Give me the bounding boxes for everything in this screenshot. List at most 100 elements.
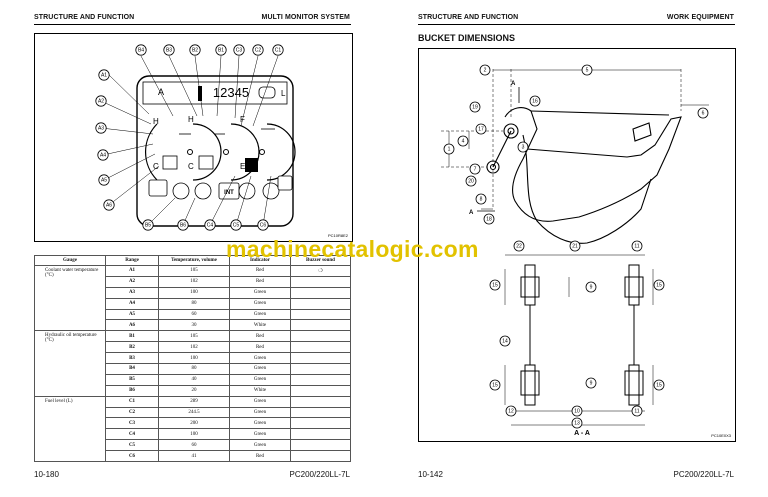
travel-speed-icon (262, 182, 280, 200)
value-cell: 289 (158, 395, 230, 408)
washer-icon (238, 182, 256, 200)
callout-bubble: 3 (517, 141, 529, 153)
gauge-name-cell: Coolant water temperature (°C) (34, 264, 106, 332)
callout-label: 7 (474, 167, 477, 173)
section-dims (504, 254, 654, 426)
callout-bubble: 18 (483, 213, 495, 225)
gauge-name-cell: Fuel level (L) (34, 395, 106, 463)
value-cell: 40 (158, 373, 230, 386)
callout-label: C2 (255, 48, 262, 54)
buzzer-cell (290, 395, 351, 408)
monitor-figure: A 12345 L H H F C C (34, 33, 353, 242)
indicator-cell: Red (229, 275, 291, 288)
range-cell: C2 (105, 406, 159, 419)
buzzer-cell (290, 319, 351, 332)
col-value: Temperature, volume (158, 255, 230, 266)
callout-label: B6 (180, 223, 186, 229)
callout-label: 22 (516, 244, 522, 250)
left-page-number: 10-180 (34, 470, 59, 479)
callout-bubble: C3 (233, 44, 245, 56)
coolant-temp-icon (162, 155, 178, 170)
indicator-cell: White (229, 384, 291, 397)
left-header-rule (34, 24, 351, 25)
callout-bubble: A3 (95, 122, 107, 134)
callout-bubble: 2 (479, 64, 491, 76)
callout-label: B4 (138, 48, 144, 54)
callout-label: 9 (590, 381, 593, 387)
callout-label: 13 (574, 421, 580, 427)
callout-label: 15 (492, 283, 498, 289)
value-cell: 102 (158, 341, 230, 354)
callout-label: A4 (100, 153, 106, 159)
callout-label: 9 (590, 285, 593, 291)
range-cell: A6 (105, 319, 159, 332)
callout-label: 10 (574, 409, 580, 415)
buzzer-cell (290, 384, 351, 397)
callout-label: A5 (101, 178, 107, 184)
callout-bubble: C4 (204, 219, 216, 231)
callout-label: B5 (145, 223, 151, 229)
swing-lock-icon (277, 175, 293, 191)
buzzer-cell (290, 363, 351, 375)
callout-label: 15 (656, 283, 662, 289)
callout-bubble: 8 (475, 193, 487, 205)
section-label: A - A (574, 430, 590, 437)
callout-label: 16 (532, 99, 538, 105)
buzzer-cell (290, 439, 351, 452)
monitor-hour-display: 12345 (213, 85, 249, 100)
value-cell: 80 (158, 297, 230, 310)
indicator-cell: Green (229, 395, 291, 408)
indicator-cell: Red (229, 265, 291, 277)
left-header-section: MULTI MONITOR SYSTEM (261, 14, 350, 21)
buzzer-cell (290, 341, 351, 354)
indicator-cell: Green (229, 308, 291, 321)
value-cell: 244.5 (158, 406, 230, 419)
svg-text:INT: INT (224, 190, 234, 196)
callout-bubble: 12 (505, 405, 517, 417)
buzzer-cell: ❍ (290, 265, 351, 277)
left-model-code: PC200/220LL-7L (289, 470, 351, 479)
callout-bubble: C1 (272, 44, 284, 56)
callout-bubble: 13 (571, 417, 583, 429)
indicator-cell: Green (229, 439, 291, 452)
range-cell: A3 (105, 286, 159, 299)
range-cell: C3 (105, 417, 159, 430)
value-cell: 100 (158, 286, 230, 299)
right-page-number: 10-142 (418, 470, 443, 479)
callout-bubble: 7 (469, 163, 481, 175)
working-mode-icon (172, 182, 190, 200)
callout-bubble: 20 (465, 175, 477, 187)
callout-bubble: 15 (489, 279, 501, 291)
callout-label: B1 (218, 48, 224, 54)
indicator-cell: Green (229, 417, 291, 430)
section-arrow-a-left: A (469, 210, 474, 216)
range-cell: A1 (105, 265, 159, 277)
range-cell: C1 (105, 395, 159, 408)
right-model-code: PC200/220LL-7L (673, 470, 735, 479)
callout-bubble: C6 (257, 219, 269, 231)
gauge-table-header: Gauge Range Temperature, volume Indicato… (34, 255, 351, 266)
value-cell: 100 (158, 352, 230, 365)
callout-label: 1 (448, 147, 451, 153)
callout-bubble: B2 (189, 44, 201, 56)
callout-bubble: 11 (631, 405, 643, 417)
buzzer-cell (290, 373, 351, 386)
range-cell: A5 (105, 308, 159, 321)
svg-text:L: L (281, 89, 286, 98)
callout-label: 8 (480, 197, 483, 203)
value-cell: 41 (158, 450, 230, 463)
monitor-top-bar (142, 81, 288, 105)
callout-label: 18 (486, 217, 492, 223)
callout-bubble: 19 (469, 101, 481, 113)
callout-bubble: 9 (585, 377, 597, 389)
callout-label: C6 (260, 223, 267, 229)
callout-bubble: 1 (443, 143, 455, 155)
indicator-cell: Green (229, 428, 291, 441)
indicator-cell: Green (229, 286, 291, 299)
value-cell: 60 (158, 439, 230, 452)
indicator-cell: Green (229, 352, 291, 365)
callout-bubble: 16 (529, 95, 541, 107)
